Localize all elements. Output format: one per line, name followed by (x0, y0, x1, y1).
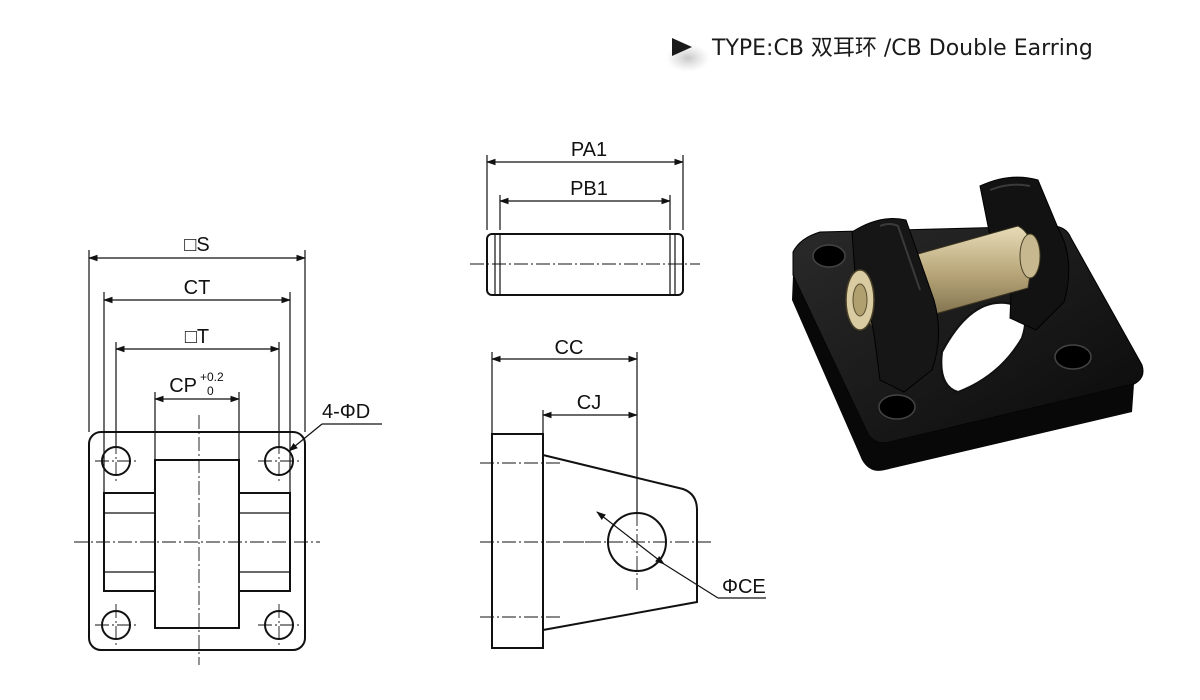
front-plate-outline (88, 431, 306, 651)
photo-hole-1 (812, 244, 846, 268)
triangle-right-icon (672, 38, 692, 56)
dim-cp-label: CP (169, 375, 197, 397)
dim-ce-label: ΦCE (722, 576, 766, 598)
dim-t-label: □T (185, 326, 209, 348)
dim-pa1-label: PA1 (571, 139, 607, 161)
photo-pin-end-center (852, 283, 868, 317)
pin-view: PA1 PB1 (470, 139, 700, 296)
dim-ct-label: CT (184, 277, 211, 299)
side-ear-profile (542, 454, 698, 631)
photo-pin-end-back (1019, 233, 1041, 279)
dim-s-label: □S (184, 234, 209, 256)
photo-hole-2 (1054, 344, 1092, 370)
header: TYPE:CB 双耳环 /CB Double Earring (666, 36, 1093, 72)
product-photo (792, 176, 1144, 471)
side-view: CC CJ ΦCE (480, 337, 766, 649)
dim-cp-lower-tolerance: 0 (207, 384, 214, 398)
dim-cp-upper-tolerance: +0.2 (200, 370, 224, 384)
dim-cc-label: CC (555, 337, 584, 359)
photo-center-opening (940, 301, 1027, 394)
front-view: □S CT □T CP +0.2 0 4-ΦD (74, 234, 382, 665)
side-base-plate (491, 433, 544, 649)
photo-hole-3 (878, 394, 916, 420)
dim-holes-label: 4-ΦD (322, 401, 370, 423)
dim-pb1-label: PB1 (570, 178, 608, 200)
dim-cj-label: CJ (577, 392, 601, 414)
header-title: TYPE:CB 双耳环 /CB Double Earring (711, 36, 1093, 61)
front-clevis-block (154, 459, 240, 629)
pin-outline (486, 233, 684, 296)
photo-base-edge (792, 275, 1134, 471)
